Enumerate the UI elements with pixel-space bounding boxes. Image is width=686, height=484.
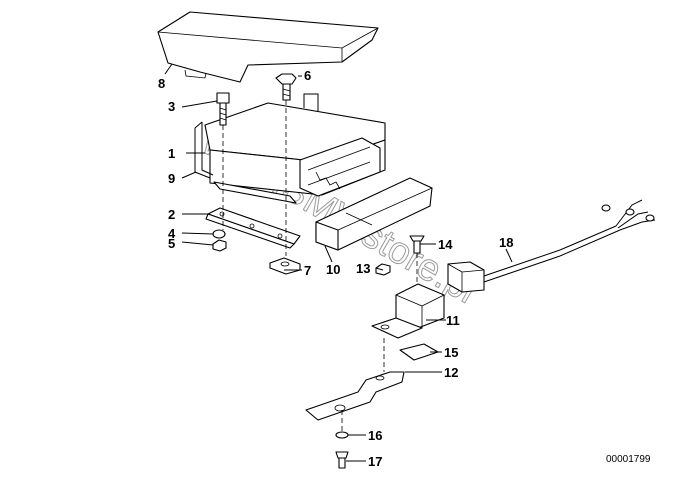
part-16-washer [335, 431, 349, 439]
leader-line [181, 232, 214, 235]
callout-10: 10 [326, 262, 340, 277]
part-8-cover [157, 11, 379, 83]
callout-4: 4 [168, 226, 176, 241]
reference-number: 00001799 [606, 454, 651, 465]
part-14-screw [409, 235, 425, 254]
callout-7: 7 [304, 263, 311, 278]
callout-5: 5 [168, 236, 175, 251]
callout-15: 15 [444, 345, 458, 360]
part-5-nut [212, 239, 227, 252]
leader-line [505, 248, 513, 263]
leader-line [164, 63, 173, 75]
leader-line [181, 171, 197, 179]
callout-13: 13 [356, 261, 370, 276]
leader-line [181, 241, 214, 246]
part-12-bracket [305, 371, 405, 421]
callout-9: 9 [168, 171, 175, 186]
callout-2: 2 [168, 207, 175, 222]
callout-14: 14 [438, 237, 453, 252]
part-10-connector [315, 177, 433, 251]
part-6-bolt [275, 73, 297, 101]
callout-17: 17 [368, 454, 382, 469]
callout-12: 12 [444, 365, 458, 380]
leader-line [375, 267, 384, 271]
callout-16: 16 [368, 428, 382, 443]
callout-6: 6 [304, 68, 311, 83]
part-2-bracket [205, 207, 301, 249]
callout-1: 1 [168, 146, 175, 161]
part-11-relay [371, 283, 445, 339]
part-18-socket-harness [447, 199, 656, 293]
callout-18: 18 [499, 235, 513, 250]
part-7-clip [269, 257, 301, 275]
callout-3: 3 [168, 99, 175, 114]
part-1-control-unit [194, 93, 386, 204]
part-4-washer [212, 229, 226, 239]
part-17-screw [335, 451, 349, 469]
callout-11: 11 [446, 313, 460, 328]
callout-8: 8 [158, 76, 165, 91]
leader-line [181, 100, 218, 108]
leader-line [324, 245, 333, 263]
